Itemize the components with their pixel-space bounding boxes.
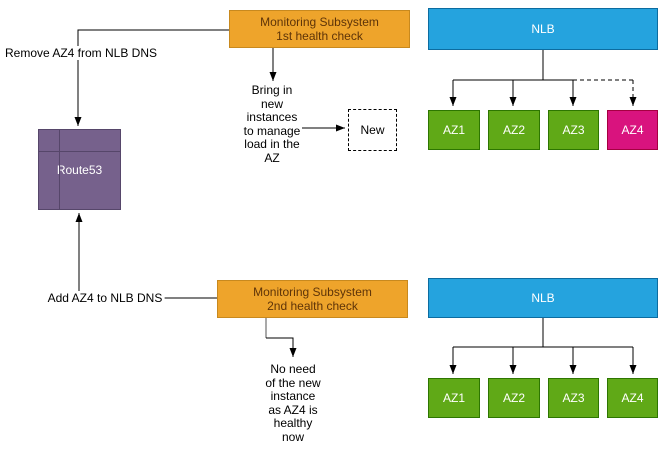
node-route53: Route53 bbox=[38, 129, 121, 210]
node-az1-top: AZ1 bbox=[428, 110, 480, 150]
node-az1-bottom: AZ1 bbox=[428, 378, 480, 418]
note-bring-in-instances: Bring in new instances to manage load in… bbox=[243, 83, 301, 165]
note-no-need-instance: No need of the new instance as AZ4 is he… bbox=[265, 362, 321, 444]
node-az2-bottom: AZ2 bbox=[488, 378, 540, 418]
node-new-instance: New bbox=[348, 109, 397, 151]
route53-divider-horizontal bbox=[39, 151, 120, 152]
node-nlb-bottom: NLB bbox=[428, 278, 658, 318]
edge-label-add-az4: Add AZ4 to NLB DNS bbox=[45, 291, 165, 305]
node-monitoring-subsystem-1: Monitoring Subsystem 1st health check bbox=[229, 10, 410, 48]
edge-remove-az4 bbox=[74, 29, 229, 126]
edge-add-az4 bbox=[75, 213, 217, 299]
node-monitoring-subsystem-2: Monitoring Subsystem 2nd health check bbox=[217, 280, 408, 318]
route53-divider-vertical bbox=[59, 130, 60, 209]
route53-label: Route53 bbox=[56, 162, 103, 177]
node-az2-top: AZ2 bbox=[488, 110, 540, 150]
edge-label-remove-az4: Remove AZ4 from NLB DNS bbox=[2, 46, 160, 60]
node-nlb-top: NLB bbox=[428, 8, 658, 50]
edge-monitor2-to-note bbox=[266, 337, 297, 357]
node-az4-bottom: AZ4 bbox=[607, 378, 658, 418]
node-az3-bottom: AZ3 bbox=[548, 378, 599, 418]
node-az4-top-unhealthy: AZ4 bbox=[607, 110, 658, 150]
node-az3-top: AZ3 bbox=[548, 110, 599, 150]
